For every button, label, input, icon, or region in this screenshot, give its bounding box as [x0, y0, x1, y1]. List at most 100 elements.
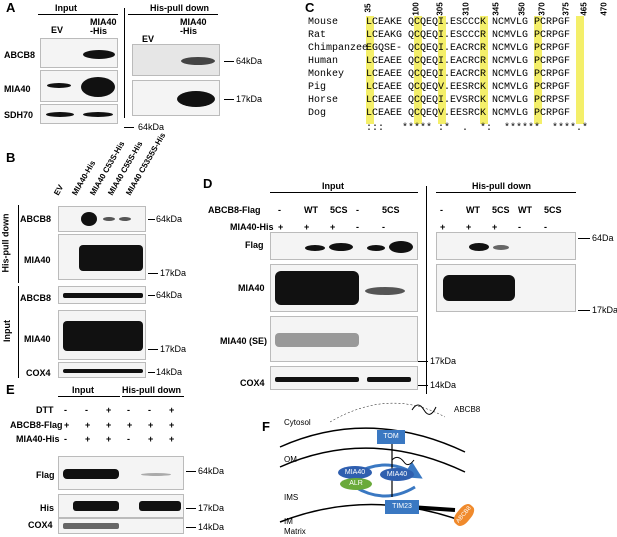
d-his-value: + [278, 222, 284, 232]
c-consensus: ::: ***** :* . *: ****** ****.* [360, 123, 589, 134]
f-tom-box: TOM [377, 430, 405, 444]
d-flag-value: WT [304, 205, 318, 215]
f-im: IM [284, 517, 293, 526]
d-flag-value: 5CS [330, 205, 348, 215]
d-flag-row: ABCB8-Flag [208, 205, 261, 215]
e-his-value: + [85, 434, 91, 444]
b-m4: 17kDa [160, 344, 187, 354]
d-pull-flag-value: WT [518, 205, 532, 215]
e-flag-value: + [106, 420, 112, 430]
c-sequence-row: LCEAEE QCQEQI.EVSRCK NCMVLG PCRPSF [366, 95, 571, 106]
c-species-name: Pig [308, 82, 327, 93]
e-his-value: + [106, 434, 112, 444]
c-pos-6: 370 [537, 2, 547, 16]
a-pull-header: His-pull down [150, 3, 209, 13]
a-blot-mia40 [40, 70, 118, 102]
e-flag-value: + [127, 420, 133, 430]
d-flag-value: 5CS [382, 205, 400, 215]
e-m14: 14kDa [198, 522, 225, 532]
d-pull-flag-value: WT [466, 205, 480, 215]
a-row-sdh70: SDH70 [4, 110, 34, 120]
e-dtt-value: + [106, 405, 112, 415]
a-blot-abcb8 [40, 38, 118, 68]
e-flag-value: + [64, 420, 70, 430]
e-row-flag: Flag [36, 470, 55, 480]
b-row-4: COX4 [26, 368, 51, 378]
d-his-value: + [304, 222, 310, 232]
e-his-value: - [64, 434, 67, 444]
d-flag-value: - [356, 205, 359, 215]
c-sequence-row: EGQSE- QCQEQI.EACRCR NCMVLG PCRPGF [366, 43, 571, 54]
e-row-cox4: COX4 [28, 520, 53, 530]
d-pull-his-value: + [466, 222, 472, 232]
d-his-row: MIA40-His [230, 222, 274, 232]
c-species-name: Chimpanzee [308, 43, 369, 54]
c-sequence-row: LCEAEE QCQEQV.EESRCK NCMVLG PCRPGF [366, 82, 571, 93]
e-flag-value: + [169, 420, 175, 430]
d-pull-his-value: + [492, 222, 498, 232]
d-pull-flag-value: 5CS [492, 205, 510, 215]
c-pos-8: 465 [579, 2, 589, 16]
d-m14: 14kDa [430, 380, 457, 390]
c-sequence-row: LCEAEE QCQEQI.EACRCR NCMVLG PCRPGF [366, 56, 571, 67]
c-species-name: Horse [308, 95, 339, 106]
d-row-mia40se: MIA40 (SE) [220, 336, 268, 346]
c-species-name: Rat [308, 30, 327, 41]
d-his-value: + [330, 222, 336, 232]
b-blot-5 [58, 362, 146, 378]
a-marker-64: 64kDa [236, 56, 263, 66]
f-alr: ALR [340, 478, 372, 490]
b-lane-0: EV [52, 183, 66, 197]
d-pull-header: His-pull down [472, 181, 531, 191]
f-cytosol: Cytosol [284, 418, 311, 427]
b-blot-1 [58, 206, 146, 232]
e-m64: 64kDa [198, 466, 225, 476]
b-blot-4 [58, 310, 146, 360]
f-abcb8-label: ABCB8 [454, 405, 481, 414]
e-dtt-value: - [127, 405, 130, 415]
c-species-name: Dog [308, 108, 327, 119]
a-lane-ev2: EV [142, 34, 155, 44]
d-pull-flag-value: 5CS [544, 205, 562, 215]
e-his-value: + [169, 434, 175, 444]
a-blot-pull1 [132, 44, 220, 76]
b-row-3: MIA40 [24, 334, 51, 344]
c-sequence-row: LCEAEE QCQEQV.EESRCK NCMVLG PCRPGF [366, 108, 571, 119]
c-species-name: Monkey [308, 69, 345, 80]
d-pull-his-value: - [544, 222, 547, 232]
f-mia40-left: MIA40 [338, 466, 372, 479]
e-blot-his [58, 494, 184, 518]
panel-d-letter: D [203, 176, 213, 191]
e-dtt-value: - [148, 405, 151, 415]
e-m17: 17kDa [198, 503, 225, 513]
e-blot-flag [58, 456, 184, 490]
c-pos-4: 345 [491, 2, 501, 16]
f-om: OM [284, 455, 297, 464]
c-pos-9: 470 [599, 2, 609, 16]
c-pos-0: 35 [363, 3, 373, 13]
panel-b-letter: B [6, 150, 16, 165]
b-blot-2 [58, 234, 146, 280]
e-r2: ABCB8-Flag [10, 420, 63, 430]
d-blot-pull1 [436, 232, 576, 260]
e-flag-value: + [85, 420, 91, 430]
d-m64: 64Da [592, 233, 614, 243]
c-pos-1: 100 [411, 2, 421, 16]
d-his-value: - [382, 222, 385, 232]
c-pos-5: 350 [517, 2, 527, 16]
f-ims: IMS [284, 493, 299, 502]
f-mia40-right: MIA40 [380, 468, 414, 481]
a-marker-64b: 64kDa [138, 122, 165, 132]
e-his-value: + [148, 434, 154, 444]
d-m17b: 17kDa [430, 356, 457, 366]
a-lane-ev: EV [51, 25, 64, 35]
b-m1: 64kDa [156, 214, 183, 224]
b-m5: 14kDa [156, 367, 183, 377]
e-dtt-value: - [85, 405, 88, 415]
c-sequence-row: LCEAKG QCQEQI.ESCCCR NCMVLG PCRPGF [366, 30, 571, 41]
a-row-abcb8: ABCB8 [4, 50, 36, 60]
a-blot-pull2 [132, 80, 220, 116]
e-dtt-value: - [64, 405, 67, 415]
d-his-value: - [356, 222, 359, 232]
b-row-1: MIA40 [24, 255, 51, 265]
